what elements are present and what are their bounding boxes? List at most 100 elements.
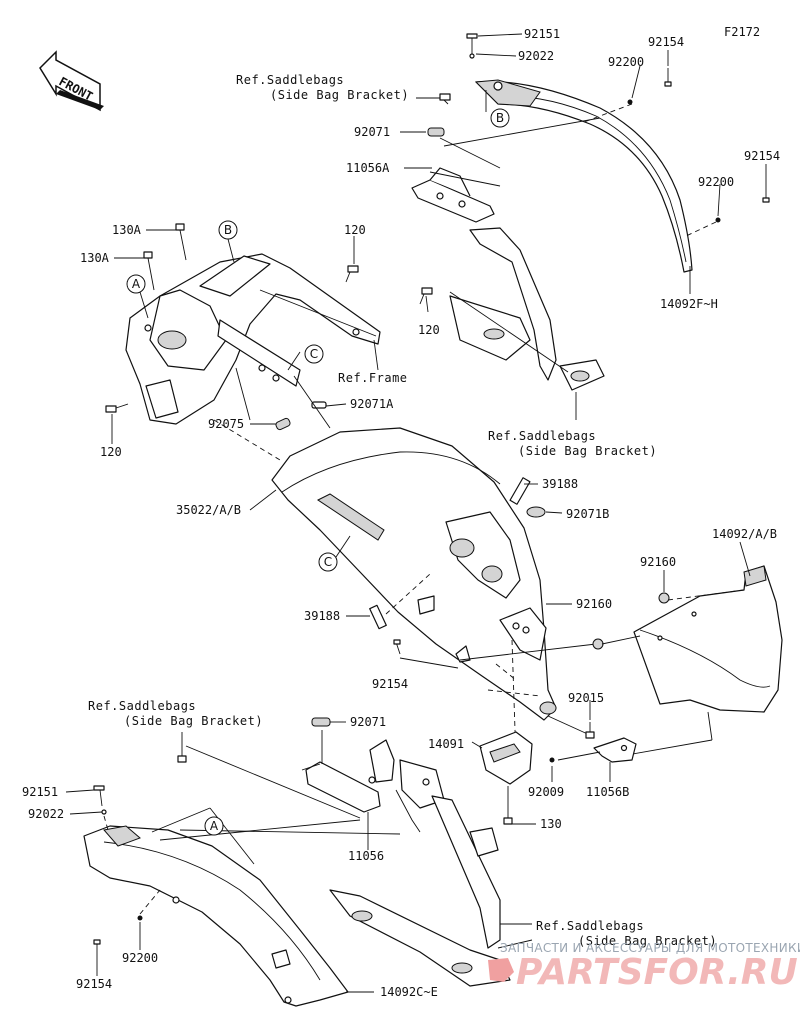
- bracket-14091: [479, 731, 533, 785]
- watermark-tagline: ЗАПЧАСТИ И АКСЕССУАРЫ ДЛЯ МОТОТЕХНИКИ: [500, 941, 800, 955]
- reflector-39188-top: [509, 477, 531, 505]
- label-120-top: 120: [344, 223, 366, 237]
- washer-92200-right: [715, 217, 721, 223]
- label-ref-saddlebags-mid-line1: Ref.Saddlebags: [488, 429, 596, 443]
- bolt-92154-mid: [393, 639, 401, 655]
- washer-92160-mid: [592, 638, 604, 650]
- svg-text:B: B: [224, 223, 232, 237]
- label-120-left: 120: [100, 445, 122, 459]
- callout-c-fender: C: [318, 552, 338, 572]
- bolt-130: [503, 786, 513, 825]
- washer-92200-low: [137, 915, 143, 921]
- label-92200-right: 92200: [698, 175, 734, 189]
- label-14091: 14091: [428, 737, 464, 751]
- label-ref-saddlebags-mid-line2: (Side Bag Bracket): [518, 444, 657, 458]
- svg-text:A: A: [210, 819, 219, 833]
- callout-a-low: A: [204, 816, 224, 836]
- bolt-92015: [585, 722, 595, 739]
- svg-text:C: C: [310, 347, 318, 361]
- figure-code: F2172: [724, 25, 760, 39]
- label-92009: 92009: [528, 785, 564, 799]
- label-92071b: 92071B: [566, 507, 609, 521]
- label-35022ab: 35022/A/B: [176, 503, 241, 517]
- label-ref-saddlebags-low-line2: (Side Bag Bracket): [124, 714, 263, 728]
- washer-92022-low: [101, 809, 107, 815]
- label-92160-top: 92160: [640, 555, 676, 569]
- label-ref-saddlebags-bot-line2: (Side Bag Bracket): [578, 934, 717, 948]
- bolt-130a-1: [175, 223, 187, 261]
- label-92200-low: 92200: [122, 951, 158, 965]
- washer-92200-top: [627, 99, 633, 105]
- bolt-92151-low: [93, 785, 105, 807]
- label-39188-top: 39188: [542, 477, 578, 491]
- label-14092ab: 14092/A/B: [712, 527, 777, 541]
- bolt-ref-saddlebags-low: [177, 750, 187, 763]
- label-130: 130: [540, 817, 562, 831]
- svg-text:C: C: [324, 555, 332, 569]
- front-arrow-icon: FRONT: [39, 50, 104, 112]
- bolt-120-mid: [419, 287, 433, 305]
- label-ref-saddlebags-top-line2: (Side Bag Bracket): [270, 88, 409, 102]
- label-ref-saddlebags-top-line1: Ref.Saddlebags: [236, 73, 344, 87]
- bolt-120-top: [345, 265, 359, 283]
- label-ref-frame: Ref.Frame: [338, 371, 408, 385]
- label-14092c-e: 14092C~E: [380, 985, 438, 999]
- grommet-92071b: [526, 506, 546, 518]
- label-92160-mid: 92160: [576, 597, 612, 611]
- label-92151-top: 92151: [524, 27, 560, 41]
- callout-b-frame: B: [218, 220, 238, 240]
- label-ref-saddlebags-low-line1: Ref.Saddlebags: [88, 699, 196, 713]
- label-130a-2: 130A: [80, 251, 110, 265]
- bolt-92151-top: [466, 33, 478, 59]
- washer-92160-top: [658, 592, 670, 604]
- label-92200-top: 92200: [608, 55, 644, 69]
- rear-fender-35022: [271, 427, 557, 721]
- label-92075: 92075: [208, 417, 244, 431]
- callout-c-frame: C: [304, 344, 324, 364]
- label-92071-top: 92071: [354, 125, 390, 139]
- reflector-39188-left: [369, 604, 387, 630]
- label-92071-low: 92071: [350, 715, 386, 729]
- callout-a-frame: A: [126, 274, 146, 294]
- grommet-92075: [275, 417, 291, 431]
- watermark-logo: PARTSFOR.RU: [488, 952, 798, 993]
- rear-frame-assembly: [125, 253, 381, 425]
- watermark-logo-text: PARTSFOR.RU: [516, 952, 798, 993]
- bolt-92154-low: [93, 939, 101, 960]
- label-120-mid: 120: [418, 323, 440, 337]
- bolt-130a-2: [143, 251, 155, 291]
- label-92154-mid: 92154: [372, 677, 408, 691]
- label-130a-1: 130A: [112, 223, 142, 237]
- label-92071a: 92071A: [350, 397, 394, 411]
- label-11056: 11056: [348, 849, 384, 863]
- nut-92009: [549, 757, 555, 763]
- side-cover-14092ab: [633, 565, 783, 713]
- svg-text:B: B: [496, 111, 504, 125]
- grommet-92071-low: [311, 717, 331, 727]
- label-92154-top: 92154: [648, 35, 684, 49]
- bolt-ref-saddlebags-top: [439, 93, 451, 105]
- label-11056a: 11056A: [346, 161, 390, 175]
- grommet-92071-top: [427, 127, 445, 137]
- bracket-11056: [305, 739, 511, 987]
- bracket-11056b: [593, 737, 637, 763]
- bolt-92154-top: [664, 68, 672, 87]
- label-39188-left: 39188: [304, 609, 340, 623]
- top-bracket-11056a: [411, 167, 605, 391]
- label-92022-low: 92022: [28, 807, 64, 821]
- label-14092f-h: 14092F~H: [660, 297, 718, 311]
- label-92154-right: 92154: [744, 149, 780, 163]
- label-11056b: 11056B: [586, 785, 629, 799]
- label-92015: 92015: [568, 691, 604, 705]
- top-side-cover-14092f-h: [474, 79, 693, 273]
- label-92022-top: 92022: [518, 49, 554, 63]
- label-ref-saddlebags-bot-line1: Ref.Saddlebags: [536, 919, 644, 933]
- bolt-120-left: [105, 403, 129, 413]
- label-92154-low: 92154: [76, 977, 112, 991]
- svg-text:A: A: [132, 277, 141, 291]
- label-92151-low: 92151: [22, 785, 58, 799]
- callout-b-top: B: [490, 108, 510, 128]
- bolt-92154-right: [762, 188, 770, 203]
